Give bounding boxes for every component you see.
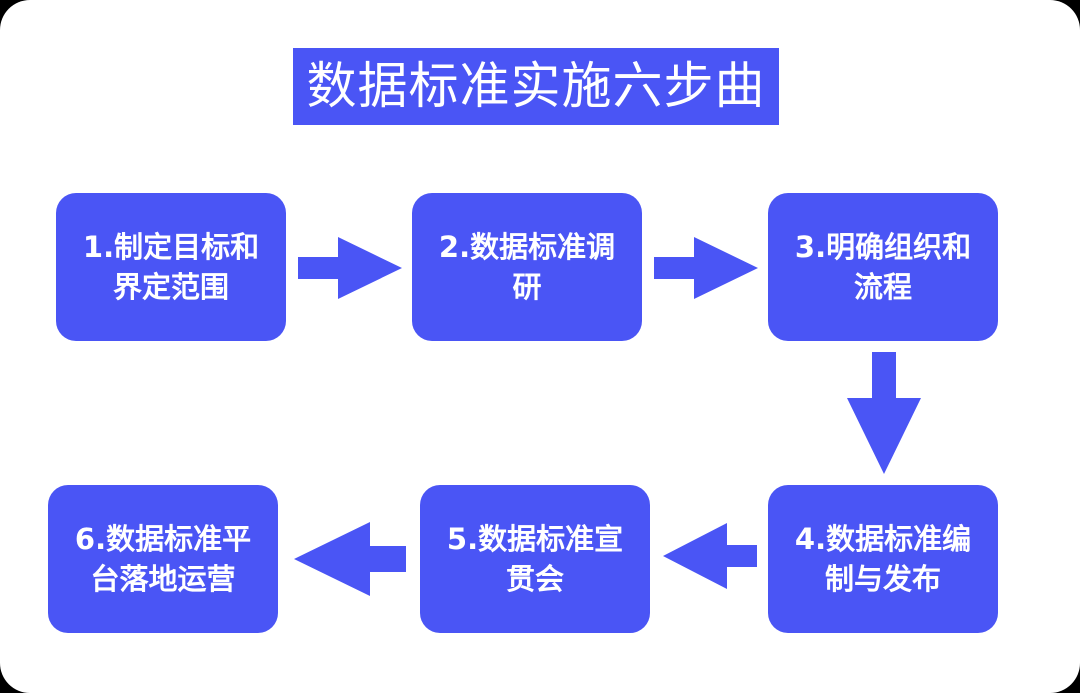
step-6-box: 6.数据标准平台落地运营 bbox=[48, 485, 278, 633]
arrow-right-1-to-2 bbox=[298, 237, 402, 299]
step-4-box: 4.数据标准编制与发布 bbox=[768, 485, 998, 633]
step-3-label: 3.明确组织和流程 bbox=[794, 230, 972, 304]
step-2-label: 2.数据标准调研 bbox=[438, 230, 616, 304]
arrow-left-4-to-5 bbox=[663, 523, 757, 589]
arrow-down-3-to-4 bbox=[847, 352, 921, 474]
arrow-left-5-to-6 bbox=[294, 522, 406, 596]
arrow-right-2-to-3 bbox=[654, 237, 758, 299]
step-3-box: 3.明确组织和流程 bbox=[768, 193, 998, 341]
step-5-label: 5.数据标准宣贯会 bbox=[446, 522, 624, 596]
diagram-title: 数据标准实施六步曲 bbox=[293, 48, 779, 125]
step-4-label: 4.数据标准编制与发布 bbox=[794, 522, 972, 596]
step-1-box: 1.制定目标和界定范围 bbox=[56, 193, 286, 341]
step-5-box: 5.数据标准宣贯会 bbox=[420, 485, 650, 633]
step-2-box: 2.数据标准调研 bbox=[412, 193, 642, 341]
step-6-label: 6.数据标准平台落地运营 bbox=[74, 522, 252, 596]
step-1-label: 1.制定目标和界定范围 bbox=[82, 230, 260, 304]
